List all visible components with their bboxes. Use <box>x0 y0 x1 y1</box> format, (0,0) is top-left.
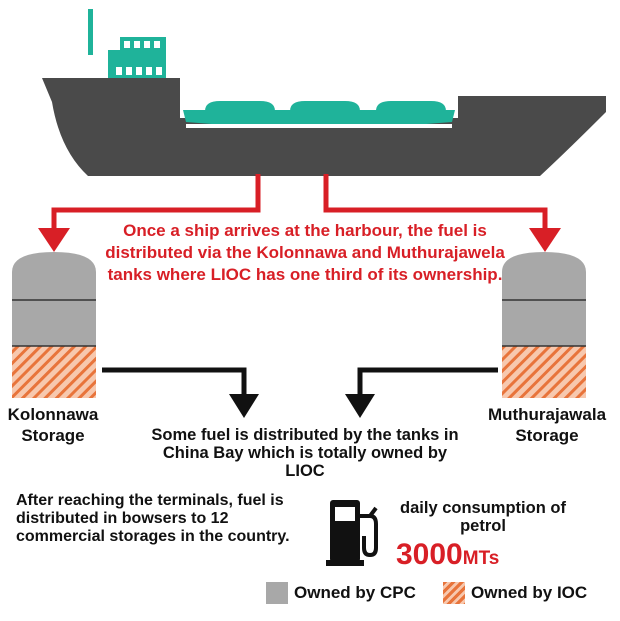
legend-ioc-swatch <box>443 582 465 604</box>
arrow-head-china-right <box>345 394 375 418</box>
fuel-pump-icon <box>326 500 378 566</box>
consumption-value: 3000 <box>396 538 463 571</box>
storage-to-china-bay-arrows <box>102 367 498 396</box>
legend-ioc: Owned by IOC <box>443 582 587 604</box>
arrow-head-china-left <box>229 394 259 418</box>
consumption-amount: 3000MTs <box>396 539 499 575</box>
consumption-unit: MTs <box>462 548 500 569</box>
muthurajawela-storage-label: Muthurajawala Storage <box>487 405 607 445</box>
consumption-label: daily consumption of petrol <box>400 499 566 535</box>
legend-cpc-swatch <box>266 582 288 604</box>
arrow-head-left <box>38 228 70 252</box>
legend-ioc-label: Owned by IOC <box>471 583 588 602</box>
ship-icon <box>42 9 606 176</box>
terminals-text: After reaching the terminals, fuel is di… <box>16 492 290 545</box>
kolonnawa-storage-tank <box>12 252 96 398</box>
legend-cpc-label: Owned by CPC <box>294 583 416 602</box>
kolonnawa-storage-label: Kolonnawa Storage <box>7 405 99 445</box>
arrow-head-right <box>529 228 561 252</box>
muthurajawela-storage-tank <box>502 252 586 398</box>
ship-to-storage-arrows <box>51 174 548 232</box>
legend-cpc: Owned by CPC <box>266 582 416 604</box>
china-bay-text: Some fuel is distributed by the tanks in… <box>151 426 459 480</box>
distribution-caption: Once a ship arrives at the harbour, the … <box>105 221 505 284</box>
